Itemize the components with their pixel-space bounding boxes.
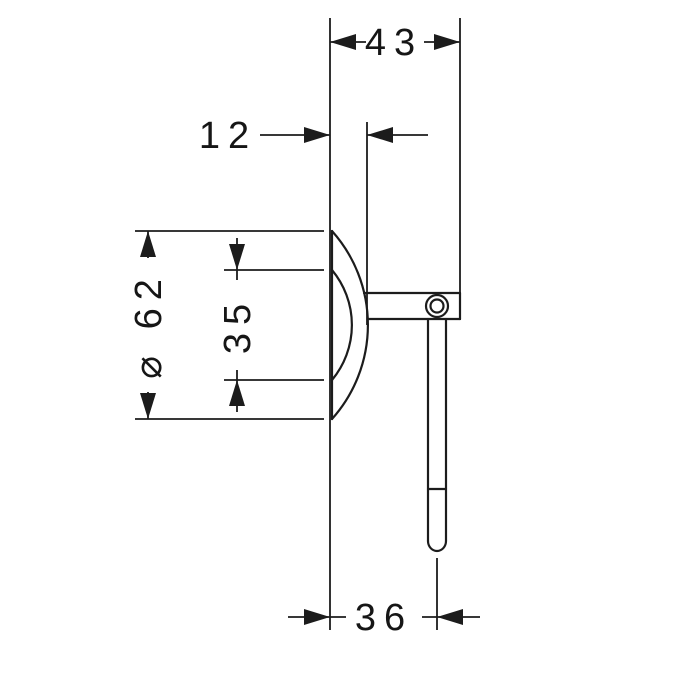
inner-height-arrow-top-icon [229, 244, 245, 270]
rod-rounded-tip [426, 539, 448, 553]
screw-detail-outer [424, 293, 450, 319]
depth-arrow-right-icon [434, 34, 460, 50]
plate-outer-profile [330, 229, 369, 421]
dimension-label-overall-depth: 43 [365, 22, 423, 64]
diameter-arrow-bottom-icon [140, 393, 156, 419]
rod-offset-text-mask [346, 598, 422, 636]
dimension-label-plate-depth: 12 [199, 115, 257, 157]
screw-detail-inner [429, 298, 445, 314]
inner-height-text-mask [219, 280, 255, 370]
plate-depth-text-mask [198, 116, 260, 154]
diameter-arrow-top-icon [140, 231, 156, 257]
plate-depth-arrow-left-icon [304, 127, 330, 143]
rod-offset-arrow-right-icon [437, 609, 463, 625]
plate-depth-arrow-right-icon [367, 127, 393, 143]
diameter-text-mask [129, 258, 167, 392]
rod-offset-arrow-left-icon [304, 609, 330, 625]
dimension-label-rod-offset: 36 [355, 597, 413, 639]
dimension-label-plate-diameter: ⌀ 62 [128, 271, 170, 379]
inner-height-arrow-bottom-icon [229, 380, 245, 406]
depth-arrow-left-icon [330, 34, 356, 50]
plate-inner-profile [330, 268, 353, 382]
dimension-label-inner-height: 35 [217, 296, 259, 354]
